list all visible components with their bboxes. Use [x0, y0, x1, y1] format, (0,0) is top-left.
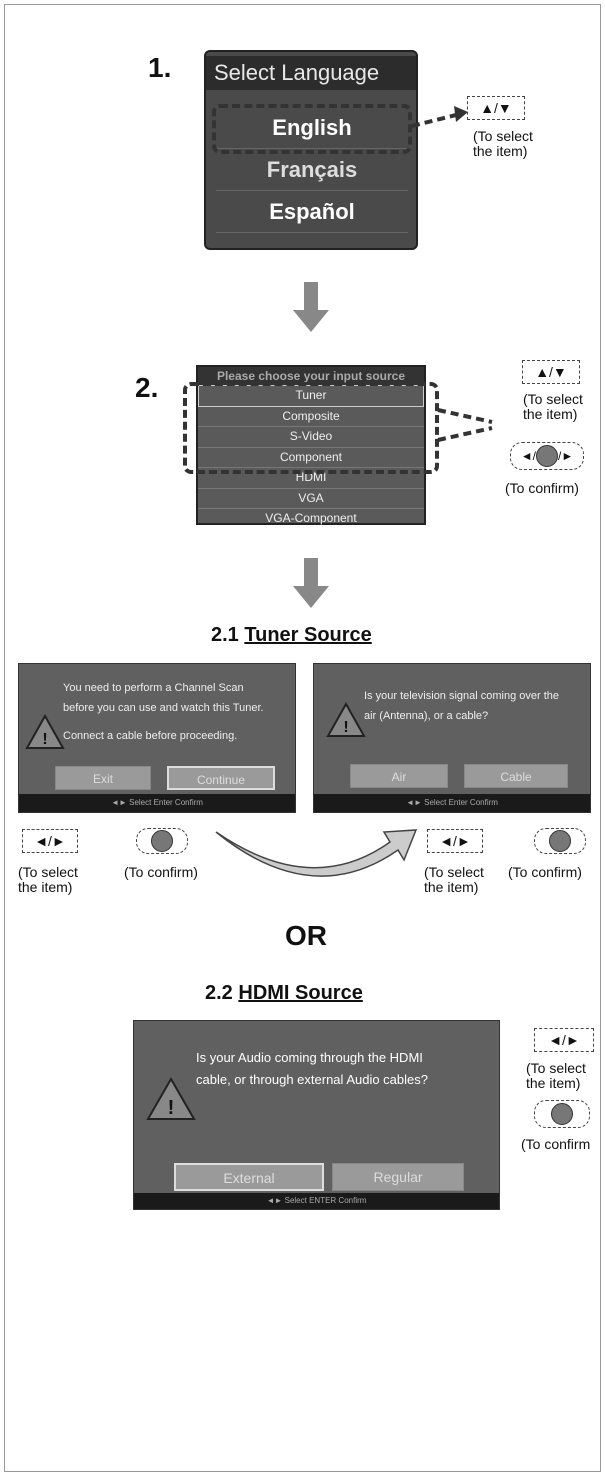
svg-text:!: !: [168, 1097, 175, 1119]
dialog1-footer: ◄► Select Enter Confirm: [19, 794, 295, 812]
flow-arrow-2-head: [293, 586, 329, 608]
warning-icon: !: [146, 1077, 196, 1120]
regular-button[interactable]: Regular: [332, 1163, 464, 1191]
flow-arrow-1-head: [293, 310, 329, 332]
input-source-menu: Please choose your input source Tuner Co…: [196, 365, 426, 525]
channel-scan-dialog: ! You need to perform a Channel Scan bef…: [18, 663, 296, 813]
up-down-key-2: ▲/▼: [522, 360, 580, 384]
language-item-english[interactable]: English: [216, 108, 408, 149]
left-right-key-b: ◄/►: [427, 829, 483, 853]
or-label: OR: [285, 920, 327, 951]
external-button[interactable]: External: [174, 1163, 324, 1191]
hdmi-line2: cable, or through external Audio cables?: [196, 1072, 428, 1087]
svg-text:!: !: [343, 719, 348, 736]
warning-icon: !: [326, 702, 366, 737]
language-selection-highlight: [212, 104, 412, 154]
source-selection-highlight: [183, 382, 439, 474]
page-frame: [4, 4, 601, 1472]
channel-scan-line2: before you can use and watch this Tuner.: [63, 702, 264, 714]
flow-arrow-1-shaft: [304, 282, 318, 312]
cable-button[interactable]: Cable: [464, 764, 568, 788]
air-button[interactable]: Air: [350, 764, 448, 788]
language-item-spanish[interactable]: Español: [216, 192, 408, 233]
flow-arrow-2-shaft: [304, 558, 318, 588]
pointer-arrow-1: [411, 106, 468, 128]
signal-line1: Is your television signal coming over th…: [364, 690, 560, 702]
hint-confirm-c: (To confirm: [521, 1136, 591, 1152]
enter-button-icon: [551, 1103, 573, 1125]
dialog2-footer: ◄► Select Enter Confirm: [314, 794, 590, 812]
hint-confirm-a: (To confirm): [124, 864, 198, 880]
left-right-key-c: ◄/►: [534, 1028, 594, 1052]
enter-button-icon: [151, 830, 173, 852]
enter-key-a: [136, 828, 188, 854]
channel-scan-line1: You need to perform a Channel Scan: [63, 682, 244, 694]
hdmi-dialog-footer: ◄► Select ENTER Confirm: [134, 1193, 499, 1209]
source-item-svideo[interactable]: S-Video: [198, 427, 424, 448]
source-item-vga-component[interactable]: VGA-Component: [265, 511, 357, 525]
warning-icon: !: [25, 714, 65, 749]
enter-key-b: [534, 828, 586, 854]
source-item-vga[interactable]: VGA: [198, 489, 424, 509]
left-right-enter-key: ◄//►: [510, 442, 584, 470]
language-menu-title: Select Language: [206, 56, 416, 90]
up-down-key: ▲/▼: [467, 96, 525, 120]
step-1-number: 1.: [148, 52, 172, 83]
channel-scan-line3: Connect a cable before proceeding.: [63, 730, 238, 742]
step-2-number: 2.: [135, 372, 159, 403]
hdmi-line1: Is your Audio coming through the HDMI: [196, 1050, 423, 1065]
hdmi-audio-dialog: ! Is your Audio coming through the HDMI …: [133, 1020, 500, 1210]
enter-button-icon: [549, 830, 571, 852]
exit-button[interactable]: Exit: [55, 766, 151, 790]
hdmi-source-heading: 2.2 HDMI Source: [205, 982, 363, 1004]
signal-type-dialog: ! Is your television signal coming over …: [313, 663, 591, 813]
input-source-title: Please choose your input source: [198, 367, 424, 385]
left-right-key-a: ◄/►: [22, 829, 78, 853]
language-menu: Select Language English Français Español: [204, 50, 418, 250]
pointer-arrows-2: [437, 408, 493, 442]
curved-flow-arrow: [215, 829, 418, 877]
signal-line2: air (Antenna), or a cable?: [364, 710, 489, 722]
language-item-french[interactable]: Français: [216, 150, 408, 191]
svg-text:!: !: [42, 731, 47, 748]
enter-key-c: [534, 1100, 590, 1128]
hint-confirm-2: (To confirm): [505, 480, 579, 496]
tuner-source-heading: 2.1 Tuner Source: [211, 624, 372, 646]
source-item-composite[interactable]: Composite: [198, 407, 424, 427]
source-item-component[interactable]: Component: [198, 448, 424, 468]
enter-button-icon: [536, 445, 558, 467]
continue-button[interactable]: Continue: [167, 766, 275, 790]
hint-confirm-b: (To confirm): [508, 864, 582, 880]
